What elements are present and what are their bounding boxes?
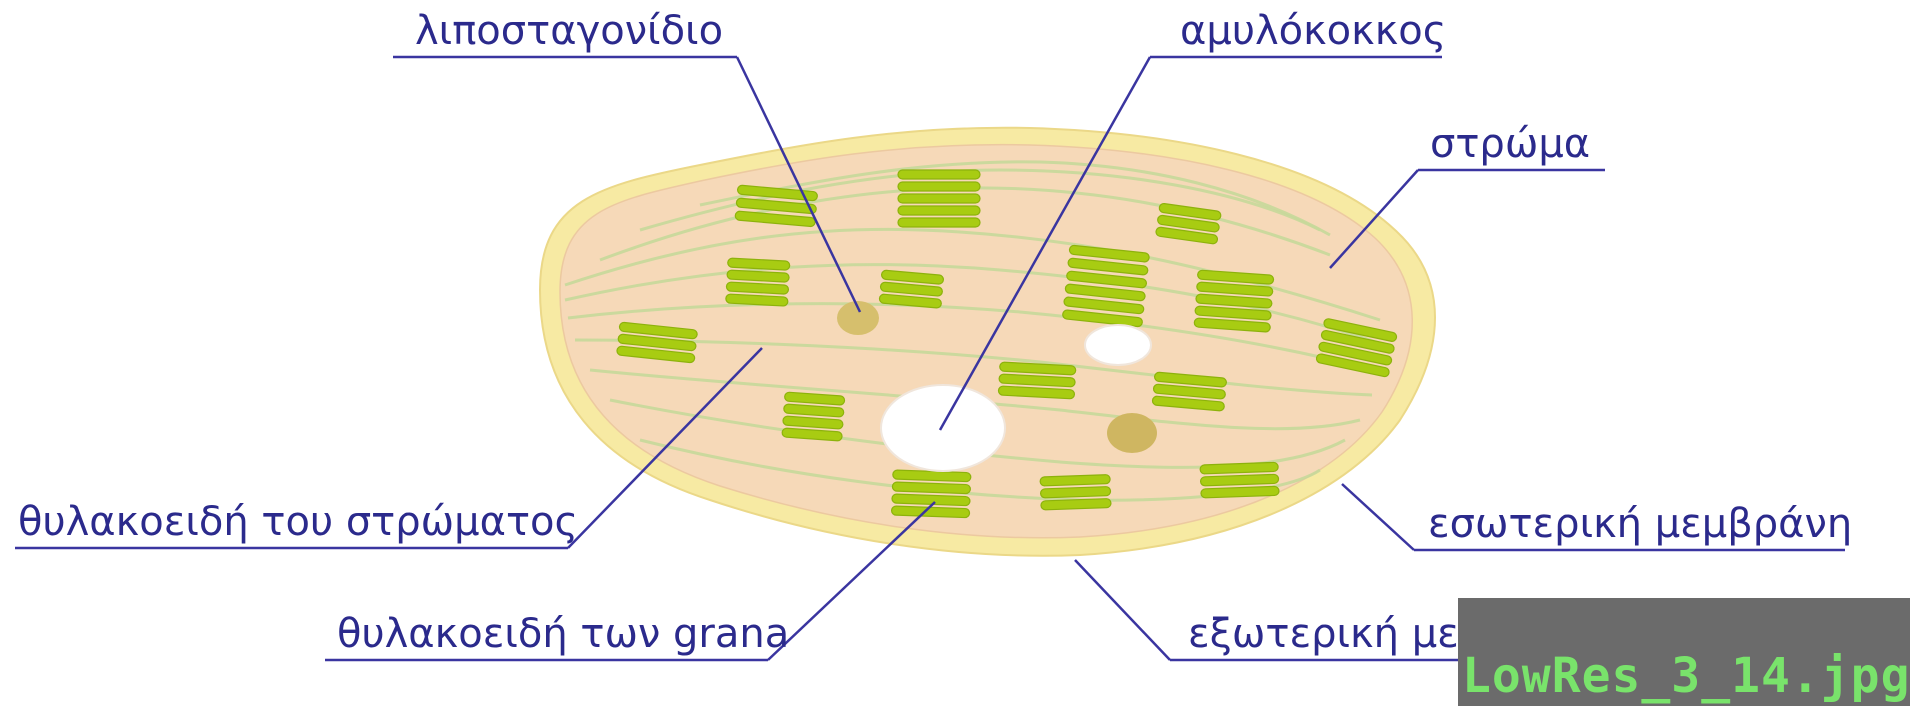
starch-grain — [881, 385, 1005, 471]
grana-stack — [998, 362, 1076, 399]
grana-stack — [1194, 270, 1274, 332]
grana-stack — [1152, 372, 1227, 411]
grana-thylakoids-label: θυλακοειδή των grana — [337, 611, 789, 657]
grana-stack — [735, 185, 818, 227]
lipid-droplet-label: λιποσταγονίδιο — [415, 8, 723, 54]
inner-membrane-label: εσωτερική μεμβράνη — [1428, 501, 1852, 547]
stroma-label: στρώμα — [1430, 121, 1590, 167]
inner-membrane-leader — [1342, 484, 1414, 550]
watermark-text: LowRes_3_14.jpg — [1462, 648, 1910, 704]
grana-stack — [1200, 462, 1279, 498]
grana-stack — [898, 170, 980, 227]
grana-stack — [1040, 475, 1111, 510]
outer-membrane-leader — [1075, 560, 1170, 660]
stroma-thylakoids-label: θυλακοειδή του στρώματος — [18, 499, 578, 545]
grana-stack — [879, 270, 944, 308]
starch-grain — [1085, 325, 1151, 365]
lipid-droplet — [1107, 413, 1157, 453]
starch-grain-label: αμυλόκοκκος — [1180, 8, 1446, 54]
